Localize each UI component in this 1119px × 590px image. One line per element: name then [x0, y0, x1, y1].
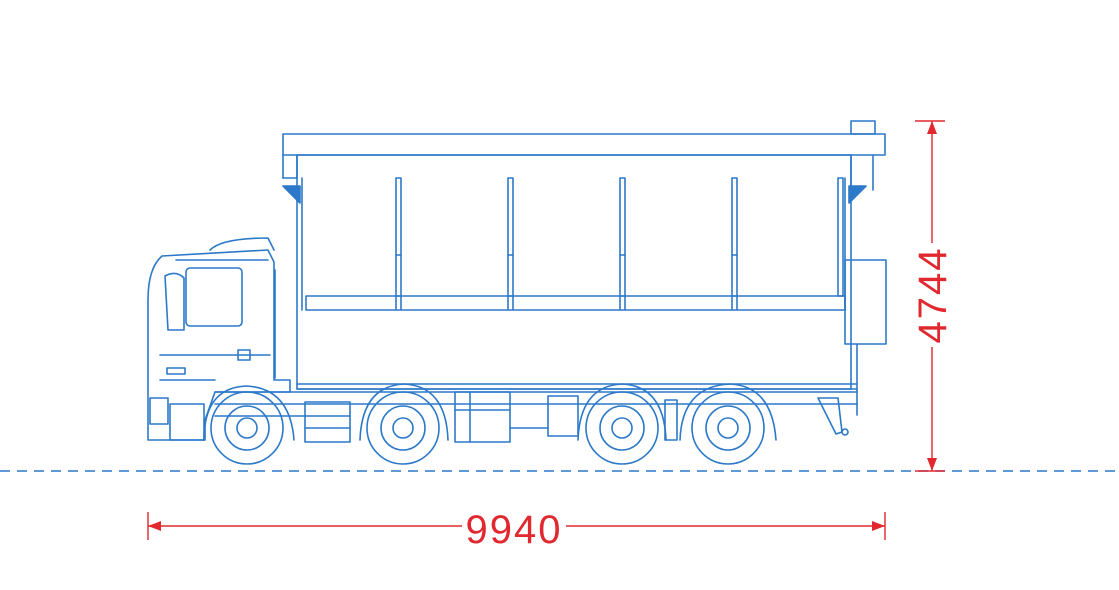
- rear-door: [817, 259, 887, 436]
- length-arrow-right-icon: [872, 521, 885, 531]
- height-arrow-up-icon: [927, 121, 937, 134]
- wheel-2: [359, 383, 449, 465]
- cargo-body: [282, 154, 867, 390]
- height-dimension: 4744: [911, 120, 955, 472]
- wheel-3: [577, 383, 667, 465]
- length-label: 9940: [466, 508, 563, 552]
- wheel-1: [203, 385, 295, 465]
- underbody-components: [304, 391, 678, 443]
- wheel-4: [679, 383, 777, 465]
- chassis-frame: [214, 391, 858, 417]
- height-arrow-down-icon: [927, 458, 937, 471]
- truck-side-view-icon: [147, 120, 887, 465]
- side-posts: [395, 177, 844, 311]
- length-arrow-left-icon: [148, 521, 161, 531]
- truck-cab: [147, 237, 291, 441]
- length-dimension: 9940: [147, 508, 886, 552]
- height-label: 4744: [911, 247, 955, 344]
